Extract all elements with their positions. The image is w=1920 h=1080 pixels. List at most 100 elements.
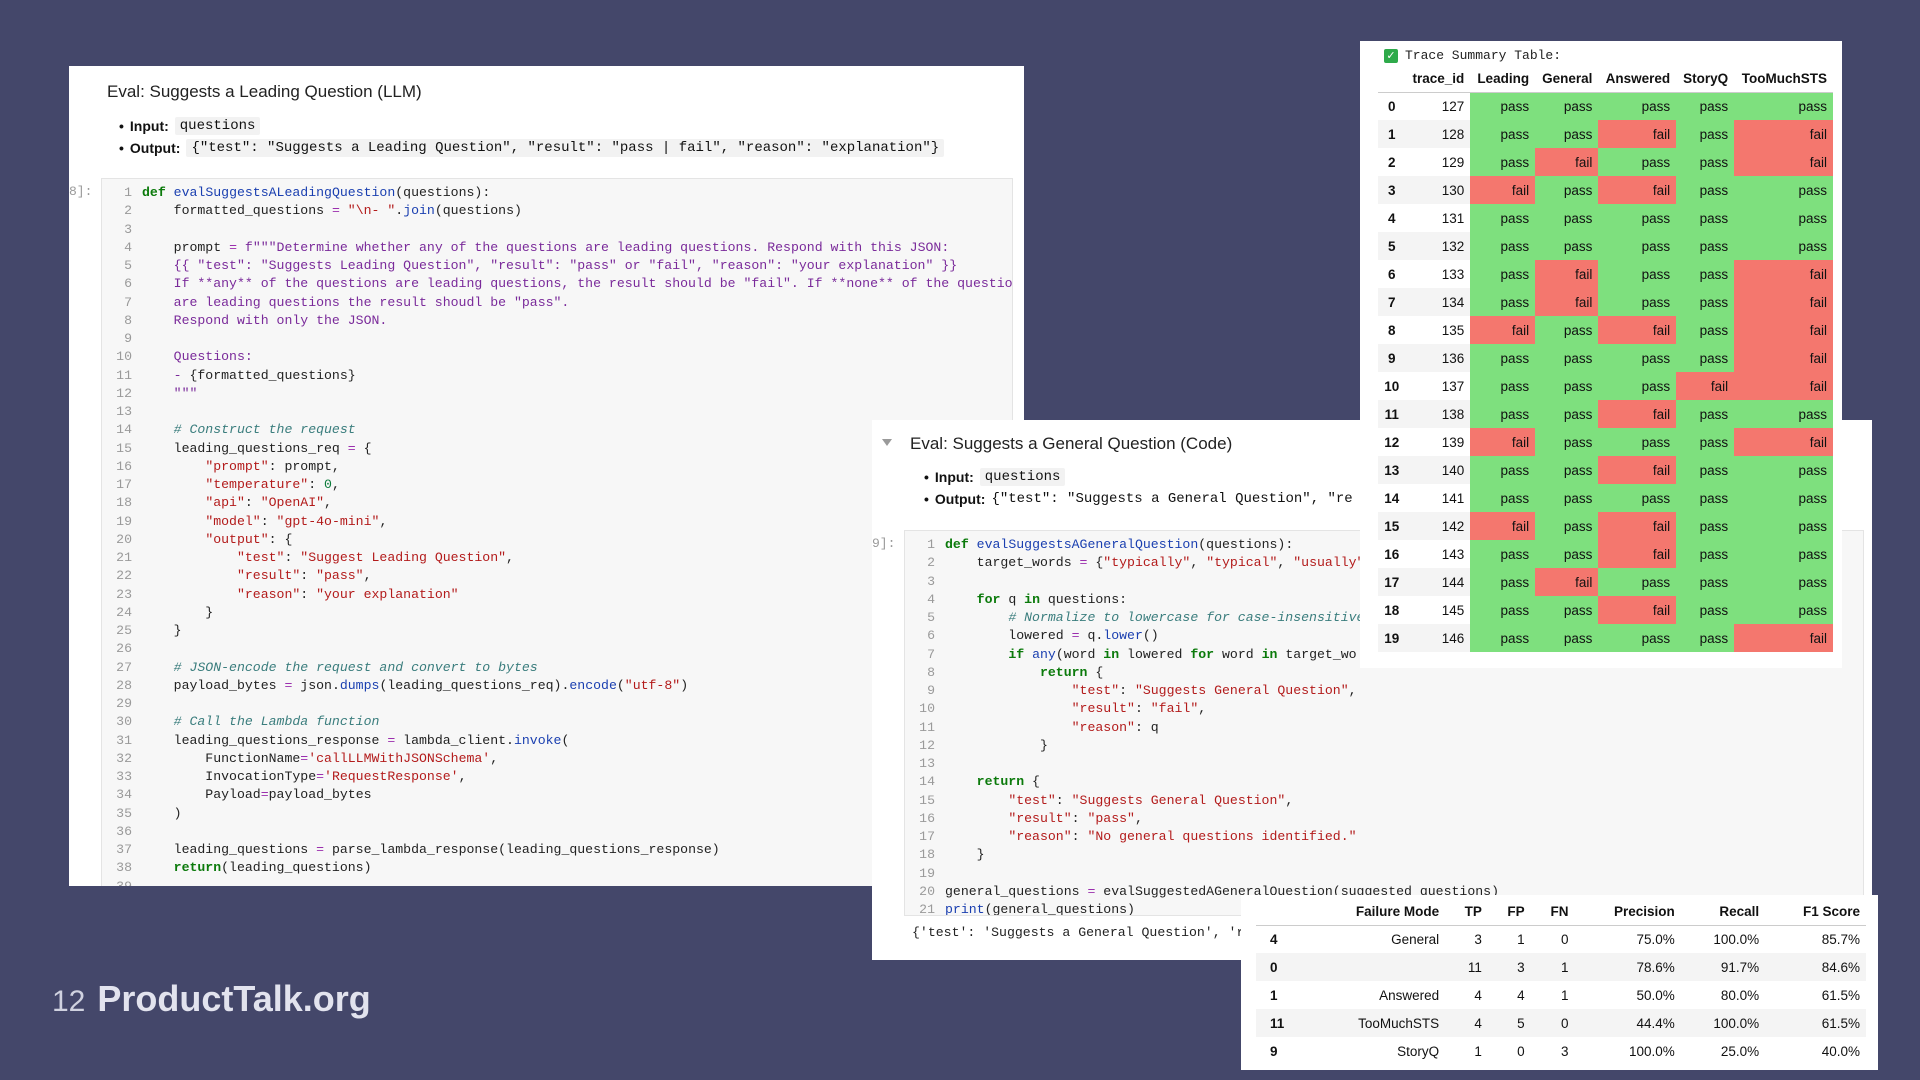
- result-cell: pass: [1676, 400, 1735, 428]
- metric-cell: 44.4%: [1574, 1009, 1681, 1037]
- output-spec: •Output:{"test": "Suggests a General Que…: [924, 491, 1353, 507]
- trace-id-cell: 140: [1405, 456, 1471, 484]
- result-cell: pass: [1598, 204, 1677, 232]
- input-value: questions: [979, 468, 1066, 486]
- column-header: Precision: [1574, 899, 1681, 926]
- trace-id-cell: 144: [1405, 568, 1471, 596]
- panel-title: Eval: Suggests a Leading Question (LLM): [107, 82, 422, 101]
- column-header: General: [1535, 66, 1599, 93]
- result-cell: pass: [1470, 120, 1536, 148]
- row-index: 15: [1378, 512, 1406, 540]
- result-cell: fail: [1535, 568, 1599, 596]
- result-cell: pass: [1535, 232, 1599, 260]
- trace-id-cell: 145: [1441, 602, 1465, 618]
- metric-cell: 4: [1474, 987, 1482, 1003]
- metric-cell: 11: [1445, 953, 1488, 981]
- column-header: F1 Score: [1765, 899, 1866, 926]
- metric-cell: 50.0%: [1636, 987, 1675, 1003]
- result-cell: pass: [1598, 148, 1677, 176]
- check-box-icon: ✓: [1384, 48, 1398, 63]
- row-index: 4: [1270, 931, 1278, 947]
- cell-output: {'test': 'Suggests a General Question', …: [912, 925, 1245, 940]
- result-cell: pass: [1535, 540, 1599, 568]
- row-index: 9: [1270, 1043, 1278, 1059]
- result-cell: pass: [1734, 92, 1833, 120]
- trace-summary-header: ✓ Trace Summary Table:: [1384, 48, 1561, 63]
- metric-cell: 84.6%: [1765, 953, 1866, 981]
- column-header: FP: [1487, 899, 1531, 926]
- trace-id-cell: 127: [1441, 98, 1465, 114]
- row-index: 6: [1387, 266, 1396, 282]
- row-index: 4: [1387, 210, 1396, 226]
- column-header: Failure Mode: [1306, 899, 1446, 926]
- trace-id-cell: 133: [1441, 266, 1465, 282]
- result-cell: fail: [1598, 316, 1677, 344]
- result-cell: pass: [1470, 232, 1536, 260]
- metric-cell: 61.5%: [1765, 1009, 1866, 1037]
- trace-id-cell: 141: [1441, 490, 1465, 506]
- row-index: 16: [1384, 546, 1400, 562]
- result-cell: pass: [1535, 372, 1599, 400]
- io-spec-list: •Input:questions •Output:{"test": "Sugge…: [119, 115, 945, 159]
- result-cell: fail: [1470, 512, 1536, 540]
- metric-cell: 78.6%: [1574, 953, 1681, 981]
- panel-title: Eval: Suggests a General Question (Code): [910, 434, 1233, 453]
- metric-cell: 4: [1445, 1009, 1488, 1037]
- result-cell: pass: [1734, 596, 1833, 624]
- result-cell: fail: [1734, 344, 1833, 372]
- result-cell: pass: [1676, 288, 1735, 316]
- trace-id-cell: 136: [1405, 344, 1471, 372]
- row-index: 18: [1384, 602, 1400, 618]
- collapse-toggle-icon[interactable]: [882, 439, 892, 446]
- result-cell: pass: [1535, 120, 1599, 148]
- trace-id-cell: 139: [1441, 434, 1465, 450]
- result-cell: pass: [1535, 428, 1599, 456]
- slide-number: 12: [52, 985, 86, 1018]
- row-index: 1: [1270, 987, 1278, 1003]
- metric-cell: 1: [1530, 953, 1575, 981]
- leading-question-eval-panel: Eval: Suggests a Leading Question (LLM) …: [69, 66, 1024, 886]
- result-cell: pass: [1734, 204, 1833, 232]
- result-cell: pass: [1598, 92, 1677, 120]
- row-index: 0: [1256, 953, 1307, 981]
- trace-id-cell: 137: [1441, 378, 1465, 394]
- metric-cell: 3: [1560, 1043, 1569, 1059]
- column-header: Leading: [1470, 66, 1536, 93]
- result-cell: pass: [1676, 232, 1735, 260]
- input-spec: •Input:questions: [119, 115, 944, 137]
- result-cell: fail: [1734, 288, 1833, 316]
- metric-cell: 25.0%: [1720, 1043, 1760, 1059]
- result-cell: pass: [1470, 568, 1536, 596]
- result-cell: fail: [1598, 400, 1677, 428]
- metric-cell: 0: [1530, 1009, 1575, 1037]
- result-cell: pass: [1734, 484, 1833, 512]
- result-cell: pass: [1535, 512, 1599, 540]
- result-cell: pass: [1676, 344, 1735, 372]
- result-cell: pass: [1598, 232, 1677, 260]
- metric-cell: 5: [1487, 1009, 1531, 1037]
- result-cell: pass: [1676, 92, 1735, 120]
- result-cell: pass: [1470, 92, 1536, 120]
- result-cell: pass: [1535, 624, 1599, 652]
- column-header: Answered: [1598, 66, 1677, 93]
- result-cell: pass: [1535, 176, 1599, 204]
- result-cell: fail: [1598, 540, 1677, 568]
- result-cell: pass: [1676, 456, 1735, 484]
- row-index: 12: [1384, 434, 1400, 450]
- result-cell: fail: [1598, 596, 1677, 624]
- result-cell: fail: [1676, 372, 1735, 400]
- result-cell: pass: [1676, 260, 1735, 288]
- result-cell: fail: [1535, 148, 1599, 176]
- result-cell: fail: [1734, 316, 1833, 344]
- row-index: 9: [1378, 344, 1406, 372]
